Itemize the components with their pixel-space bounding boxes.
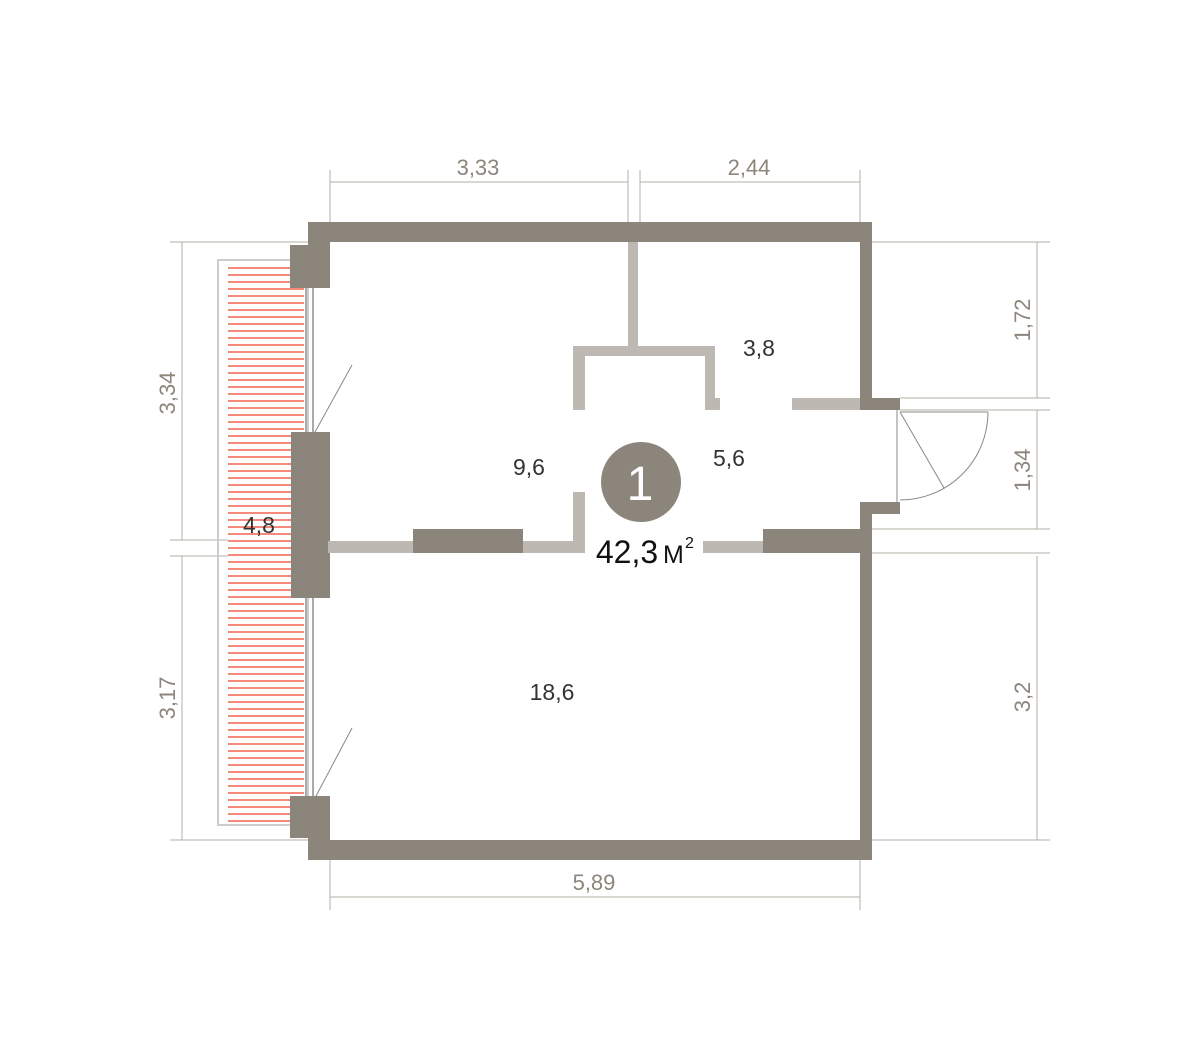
area-unit: М bbox=[663, 541, 684, 569]
room-area-bedroom: 18,6 bbox=[530, 679, 575, 705]
dim-top-left: 3,33 bbox=[457, 155, 500, 180]
dim-left-lower: 3,17 bbox=[155, 677, 180, 720]
room-area-bathroom: 3,8 bbox=[743, 335, 775, 361]
dim-right-mid: 1,34 bbox=[1010, 449, 1035, 492]
dim-top-right: 2,44 bbox=[728, 155, 771, 180]
area-unit-power: 2 bbox=[685, 535, 694, 552]
dim-right-top: 1,72 bbox=[1010, 299, 1035, 342]
interior-partitions bbox=[328, 242, 860, 553]
room-area-hallway: 5,6 bbox=[713, 445, 745, 471]
room-area-balcony: 4,8 bbox=[243, 512, 275, 538]
doors bbox=[314, 364, 989, 799]
dim-bottom: 5,89 bbox=[573, 870, 616, 895]
exterior-walls bbox=[290, 222, 900, 860]
apartment-badge bbox=[601, 442, 681, 522]
room-area-living: 9,6 bbox=[513, 454, 545, 480]
apartment-number: 1 bbox=[627, 458, 654, 511]
dim-left-upper: 3,34 bbox=[155, 372, 180, 415]
dim-right-bottom: 3,2 bbox=[1010, 682, 1035, 713]
total-area: 42,3 bbox=[596, 534, 658, 570]
